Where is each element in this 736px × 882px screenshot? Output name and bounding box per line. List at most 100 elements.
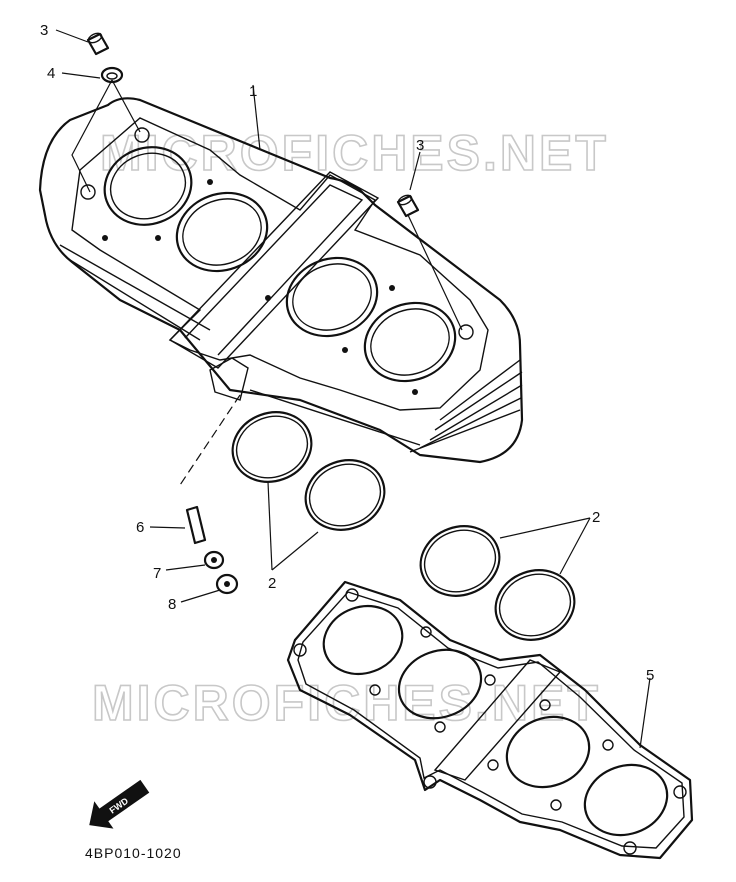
leader-8 bbox=[180, 589, 221, 603]
fin-2 bbox=[434, 371, 523, 431]
block-stud-hole bbox=[265, 295, 271, 301]
leader-2-left-a bbox=[267, 481, 273, 571]
callout-2-right: 2 bbox=[592, 509, 600, 526]
gasket-hole bbox=[673, 785, 687, 799]
block-stud-hole bbox=[412, 389, 418, 395]
dowel-top bbox=[397, 194, 413, 206]
fin-bottom-1 bbox=[249, 389, 421, 446]
gasket-hole bbox=[434, 721, 446, 733]
dowel-pin-3b[interactable] bbox=[396, 193, 420, 218]
fwd-arrow-icon: FWD bbox=[89, 779, 150, 829]
leader-2-left-b bbox=[271, 531, 319, 571]
watermark-bottom: MICROFICHES.NET bbox=[92, 675, 601, 731]
leader-1 bbox=[252, 84, 261, 151]
o-ring-2a bbox=[231, 411, 313, 483]
o-ring-2d-inner bbox=[498, 573, 572, 637]
gasket-hole bbox=[423, 775, 437, 789]
bore-1-inner bbox=[109, 152, 187, 220]
dowel-pin-3a[interactable] bbox=[86, 31, 110, 56]
callout-4: 4 bbox=[47, 65, 55, 82]
block-stud-hole bbox=[389, 285, 395, 291]
o-ring-2b-inner bbox=[308, 463, 382, 527]
bore-3-inner bbox=[292, 263, 372, 331]
block-stud-hole bbox=[155, 235, 161, 241]
cylinder-block[interactable] bbox=[38, 97, 524, 464]
o-ring-set-right[interactable] bbox=[411, 515, 584, 650]
fwd-arrow-shape bbox=[89, 779, 150, 829]
gasket-hole bbox=[420, 626, 432, 638]
washer-hole bbox=[211, 557, 217, 563]
nut-hole bbox=[224, 581, 230, 587]
cylinder-base-gasket[interactable] bbox=[286, 580, 694, 860]
leader-4 bbox=[61, 72, 101, 79]
o-ring-4[interactable] bbox=[100, 66, 124, 84]
callout-2-left: 2 bbox=[268, 575, 276, 592]
fin-5 bbox=[409, 409, 521, 453]
leader-6 bbox=[149, 526, 186, 529]
gasket-hole bbox=[539, 699, 551, 711]
block-stud-hole bbox=[207, 179, 213, 185]
block-stud-hole bbox=[342, 347, 348, 353]
gasket-hole bbox=[484, 674, 496, 686]
gasket-bore-3 bbox=[505, 715, 591, 789]
dowel-body bbox=[396, 194, 420, 218]
callout-5: 5 bbox=[646, 667, 654, 684]
nut-8[interactable] bbox=[215, 573, 239, 595]
leader-3b-hole bbox=[407, 214, 463, 331]
watermark-top: MICROFICHES.NET bbox=[100, 125, 609, 181]
o-ring-set-left[interactable] bbox=[223, 401, 394, 540]
fin-left-2 bbox=[69, 259, 201, 341]
fin-left-1 bbox=[59, 244, 211, 331]
leader-dowel-dashed bbox=[179, 394, 241, 486]
diagram-code: 4BP010-1020 bbox=[85, 845, 182, 861]
stud-body bbox=[185, 505, 207, 545]
o-ring-2a-inner bbox=[235, 415, 309, 479]
nut-outer bbox=[215, 573, 239, 595]
block-stud-hole bbox=[102, 235, 108, 241]
fin-4 bbox=[419, 397, 522, 449]
gasket-hole bbox=[369, 684, 381, 696]
gasket-outline bbox=[286, 580, 694, 860]
o-ring-outer bbox=[100, 66, 124, 84]
bore-2 bbox=[175, 191, 269, 273]
o-ring-2d bbox=[494, 569, 576, 641]
block-rail-inner bbox=[184, 184, 364, 356]
stud-bolt-6[interactable] bbox=[185, 505, 207, 545]
leader-4-left bbox=[71, 79, 113, 193]
dowel-top bbox=[87, 32, 103, 44]
block-outline bbox=[38, 97, 524, 464]
washer-7[interactable] bbox=[203, 550, 225, 570]
block-bolt-hole bbox=[458, 324, 474, 340]
o-ring-2c bbox=[419, 525, 501, 597]
leader-2-right-b bbox=[559, 517, 591, 575]
o-ring-2c-inner bbox=[423, 529, 497, 593]
gasket-hole bbox=[293, 643, 307, 657]
callout-6: 6 bbox=[136, 519, 144, 536]
leader-7 bbox=[165, 564, 206, 571]
callout-7: 7 bbox=[153, 565, 161, 582]
gasket-hole bbox=[487, 759, 499, 771]
gasket-hole bbox=[550, 799, 562, 811]
washer-outer bbox=[203, 550, 225, 570]
leader-4-right bbox=[111, 79, 141, 133]
block-bolt-hole bbox=[134, 127, 150, 143]
gasket-hole bbox=[623, 841, 637, 855]
o-ring-2b bbox=[304, 459, 386, 531]
callout-1: 1 bbox=[249, 83, 257, 100]
block-spigot bbox=[209, 357, 249, 401]
dowel-body bbox=[86, 32, 110, 56]
leader-3a bbox=[55, 29, 89, 43]
block-bolt-hole bbox=[80, 184, 96, 200]
gasket-bore-1 bbox=[322, 605, 404, 675]
gasket-hole bbox=[602, 739, 614, 751]
o-ring-inner bbox=[106, 72, 118, 80]
bore-3 bbox=[285, 256, 379, 338]
block-rail bbox=[168, 171, 380, 369]
callout-8: 8 bbox=[168, 596, 176, 613]
bore-1 bbox=[103, 146, 193, 226]
fin-3 bbox=[429, 384, 523, 441]
bore-4-inner bbox=[370, 308, 450, 376]
bore-4 bbox=[363, 301, 457, 383]
